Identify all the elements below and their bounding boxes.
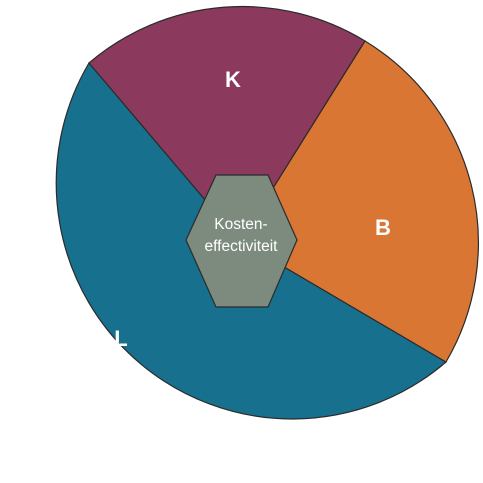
segment-label-b: B [375, 215, 391, 240]
segment-k [88, 5, 366, 243]
segment-l [55, 61, 448, 420]
center-label-line-1: Kosten- [214, 216, 267, 233]
center-hexagon [185, 174, 298, 308]
center-label-line-2: effectiviteit [205, 238, 279, 255]
segment-label-k: K [225, 67, 241, 92]
segment-b [239, 40, 479, 363]
segment-label-l: L [114, 326, 127, 351]
